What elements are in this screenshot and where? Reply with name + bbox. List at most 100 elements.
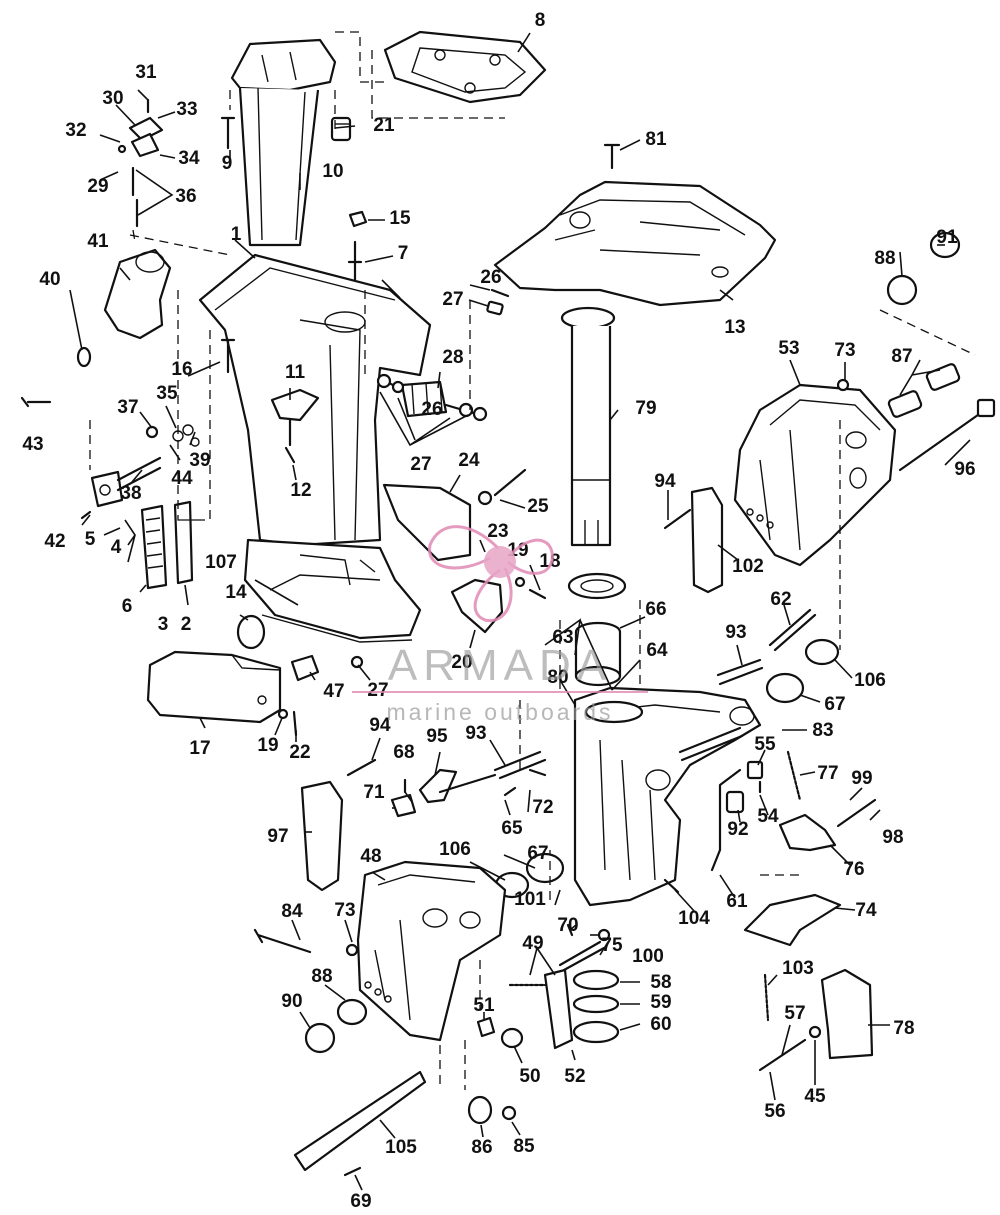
part-bushing — [765, 672, 805, 704]
callout-43: 43 — [22, 434, 43, 455]
part-shift-handle — [103, 248, 172, 340]
callout-18: 18 — [539, 551, 560, 572]
callout-55: 55 — [754, 734, 776, 755]
part-spring — [763, 973, 770, 1022]
callout-8: 8 — [535, 10, 546, 31]
callout-78: 78 — [893, 1018, 914, 1039]
callout-6: 6 — [122, 596, 133, 617]
callout-73: 73 — [834, 340, 855, 361]
part-bolt — [220, 338, 236, 374]
callout-9: 9 — [222, 153, 233, 174]
watermark: ARMADA marine outboards — [352, 525, 648, 725]
part-bolt — [663, 508, 692, 530]
callout-64: 64 — [646, 640, 668, 661]
callout-93: 93 — [465, 723, 486, 744]
callout-101: 101 — [514, 889, 546, 910]
callout-50: 50 — [519, 1066, 540, 1087]
callout-53: 53 — [778, 338, 799, 359]
watermark-logo-mark — [428, 525, 554, 623]
callout-48: 48 — [360, 846, 381, 867]
callout-68: 68 — [393, 742, 414, 763]
callout-86: 86 — [471, 1137, 492, 1158]
part-clamp-bracket-left — [356, 860, 507, 1042]
callout-66: 66 — [645, 599, 666, 620]
part-clip — [128, 116, 164, 142]
part-spring — [725, 790, 745, 814]
part-plate — [173, 500, 194, 585]
part-bushing — [574, 621, 622, 687]
part-tilt-link — [300, 780, 344, 892]
part-bushing — [572, 969, 620, 991]
callout-30: 30 — [102, 88, 123, 109]
part-tilt-tube — [716, 658, 764, 686]
part-swivel-bracket-top — [493, 180, 777, 307]
callout-16: 16 — [171, 359, 192, 380]
callout-51: 51 — [473, 995, 495, 1016]
callout-56: 56 — [764, 1101, 785, 1122]
callout-69: 69 — [350, 1191, 371, 1212]
part-rubber-plug — [236, 614, 266, 650]
callout-81: 81 — [645, 129, 667, 150]
callout-31: 31 — [135, 62, 157, 83]
part-gasket — [383, 30, 547, 104]
callout-84: 84 — [281, 901, 303, 922]
callout-5: 5 — [85, 529, 96, 550]
callout-41: 41 — [87, 231, 109, 252]
callout-104: 104 — [678, 908, 710, 929]
callout-34: 34 — [178, 148, 200, 169]
callout-57: 57 — [784, 1003, 805, 1024]
part-knob — [304, 1022, 336, 1054]
callout-77: 77 — [817, 763, 838, 784]
callout-67: 67 — [824, 694, 845, 715]
callout-62: 62 — [770, 589, 791, 610]
callout-27: 27 — [367, 680, 388, 701]
callout-76: 76 — [843, 859, 864, 880]
part-bracket — [270, 388, 320, 422]
part-screw — [603, 143, 621, 170]
callout-13: 13 — [724, 317, 745, 338]
part-bushing — [925, 363, 961, 391]
callout-63: 63 — [552, 627, 573, 648]
part-bushing — [887, 390, 923, 418]
callout-33: 33 — [176, 99, 197, 120]
callout-70: 70 — [557, 915, 578, 936]
part-nut — [886, 274, 918, 306]
part-washer — [76, 346, 92, 368]
part-tilt-lock — [778, 813, 837, 852]
part-bolt — [220, 116, 236, 150]
callout-10: 10 — [322, 161, 343, 182]
part-screw-long — [493, 468, 527, 497]
callout-24: 24 — [458, 450, 480, 471]
callout-7: 7 — [398, 243, 409, 264]
callout-52: 52 — [564, 1066, 585, 1087]
callout-15: 15 — [389, 208, 411, 229]
part-bolt — [346, 758, 377, 777]
callout-23: 23 — [487, 521, 508, 542]
part-screw — [528, 588, 547, 600]
callout-59: 59 — [650, 992, 671, 1013]
part-swivel-shaft — [560, 306, 616, 547]
watermark-brand: ARMADA — [388, 641, 612, 690]
callout-93: 93 — [725, 622, 746, 643]
part-bushing — [572, 1020, 620, 1044]
callout-58: 58 — [650, 972, 671, 993]
callout-103: 103 — [782, 958, 814, 979]
part-pin — [836, 798, 877, 828]
callout-91: 91 — [936, 227, 958, 248]
callout-54: 54 — [757, 806, 779, 827]
callout-100: 100 — [632, 946, 664, 967]
callout-17: 17 — [189, 738, 210, 759]
callout-11: 11 — [285, 362, 306, 383]
callout-73: 73 — [334, 900, 355, 921]
callout-95: 95 — [426, 726, 448, 747]
callout-26: 26 — [421, 399, 442, 420]
part-lever — [743, 893, 842, 947]
part-nut — [486, 300, 504, 316]
callout-80: 80 — [547, 667, 568, 688]
part-anode-bar — [293, 1070, 427, 1172]
callout-98: 98 — [882, 827, 903, 848]
callout-92: 92 — [727, 819, 748, 840]
part-swivel-bracket — [573, 686, 762, 907]
